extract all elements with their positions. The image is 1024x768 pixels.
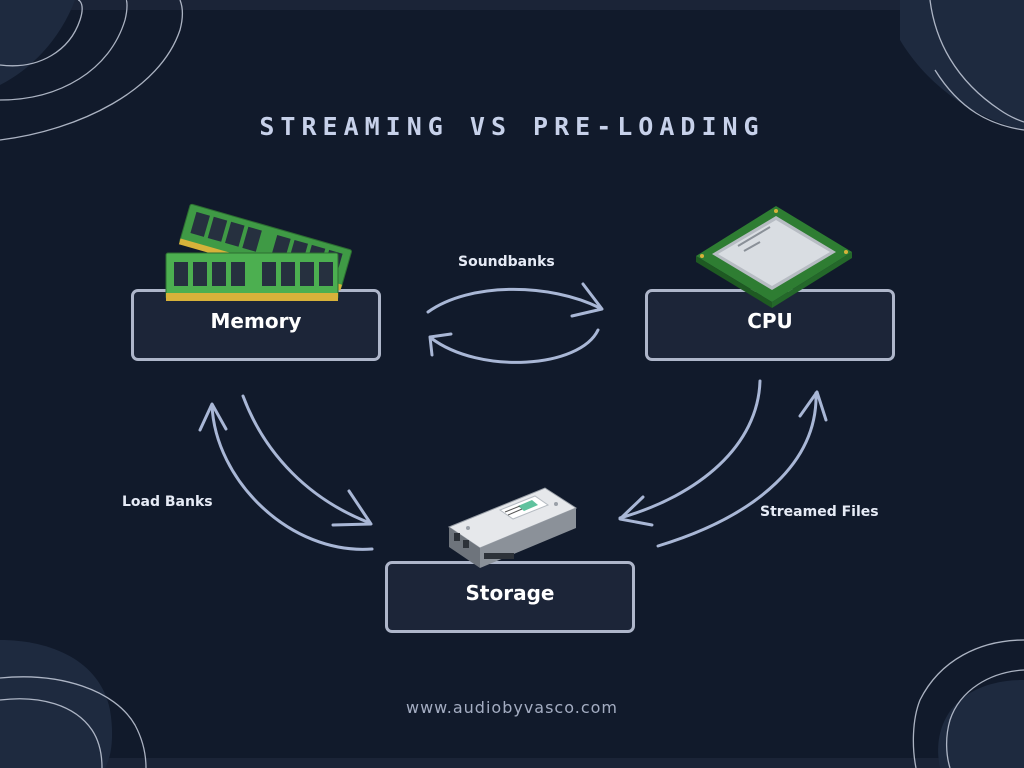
memory-label: Memory xyxy=(210,309,302,333)
cpu-chip-icon xyxy=(696,206,852,308)
diagram-title: STREAMING VS PRE-LOADING xyxy=(259,112,765,141)
arrowhead-memory-to-cpu xyxy=(570,282,604,318)
arrow-cpu-to-memory xyxy=(429,328,600,364)
arrowhead-storage-to-memory xyxy=(198,402,228,432)
arrowhead-storage-to-cpu xyxy=(798,390,828,422)
edge-label-streamed-files: Streamed Files xyxy=(760,504,879,520)
cpu-label: CPU xyxy=(747,309,793,333)
edge-label-soundbanks: Soundbanks xyxy=(458,254,555,270)
arrowhead-cpu-to-storage xyxy=(618,495,654,527)
arrowhead-cpu-to-memory xyxy=(428,332,453,357)
storage-node: Storage xyxy=(385,561,635,633)
hard-drive-icon xyxy=(447,487,578,568)
edge-label-load-banks: Load Banks xyxy=(122,494,213,510)
ram-icon xyxy=(165,203,352,301)
arrow-cpu-to-storage xyxy=(618,379,762,520)
arrow-storage-to-memory xyxy=(210,403,374,551)
arrow-memory-to-cpu xyxy=(426,287,602,314)
arrowhead-memory-to-storage xyxy=(331,489,373,527)
storage-label: Storage xyxy=(465,581,555,605)
arrow-memory-to-storage xyxy=(241,394,372,525)
arrow-storage-to-cpu xyxy=(656,391,818,548)
footer-website: www.audiobyvasco.com xyxy=(405,698,618,717)
